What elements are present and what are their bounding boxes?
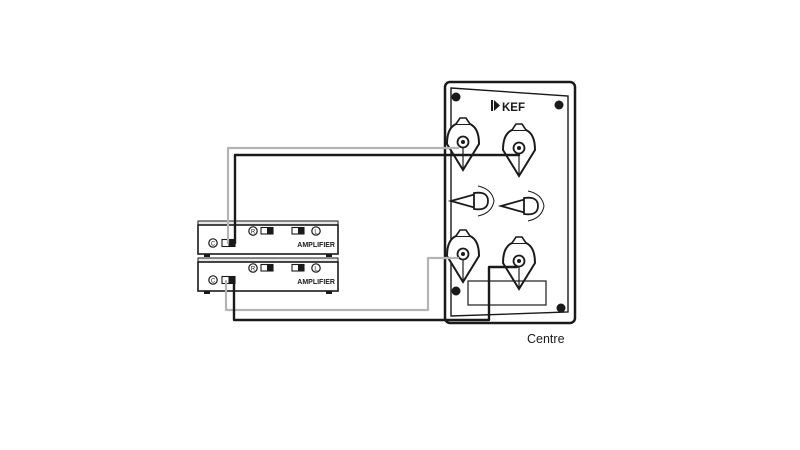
svg-text:R: R xyxy=(251,266,256,272)
amplifier-unit: R L C AMPLIFIER xyxy=(197,257,339,294)
amplifier-title: AMPLIFIER xyxy=(297,242,335,249)
svg-text:C: C xyxy=(211,278,216,284)
channel-l-terminal: L xyxy=(291,263,321,273)
label-plate xyxy=(467,280,547,306)
cable-positive-light xyxy=(226,146,460,245)
channel-r-terminal: R xyxy=(248,226,274,236)
amplifier-title: AMPLIFIER xyxy=(297,279,335,286)
speaker-cables xyxy=(224,146,521,322)
svg-text:L: L xyxy=(314,229,318,235)
channel-c-terminal: C xyxy=(208,238,236,248)
svg-text:R: R xyxy=(251,229,256,235)
cable-negative-dark xyxy=(232,265,519,322)
channel-r-terminal: R xyxy=(248,263,274,273)
channel-l-terminal: L xyxy=(291,226,321,236)
speaker-terminal-panel: KEF xyxy=(443,80,577,325)
svg-text:C: C xyxy=(211,241,216,247)
cable-negative-dark xyxy=(233,153,521,245)
amplifier-unit: R L C AMPLIFIER xyxy=(197,220,339,257)
svg-text:L: L xyxy=(314,266,318,272)
svg-text:KEF: KEF xyxy=(502,102,525,114)
speaker-label: Centre xyxy=(527,332,565,346)
cable-positive-light xyxy=(224,256,460,312)
mounting-screw-icon xyxy=(451,92,566,313)
channel-c-terminal: C xyxy=(208,275,236,285)
kef-logo: KEF xyxy=(491,100,525,114)
